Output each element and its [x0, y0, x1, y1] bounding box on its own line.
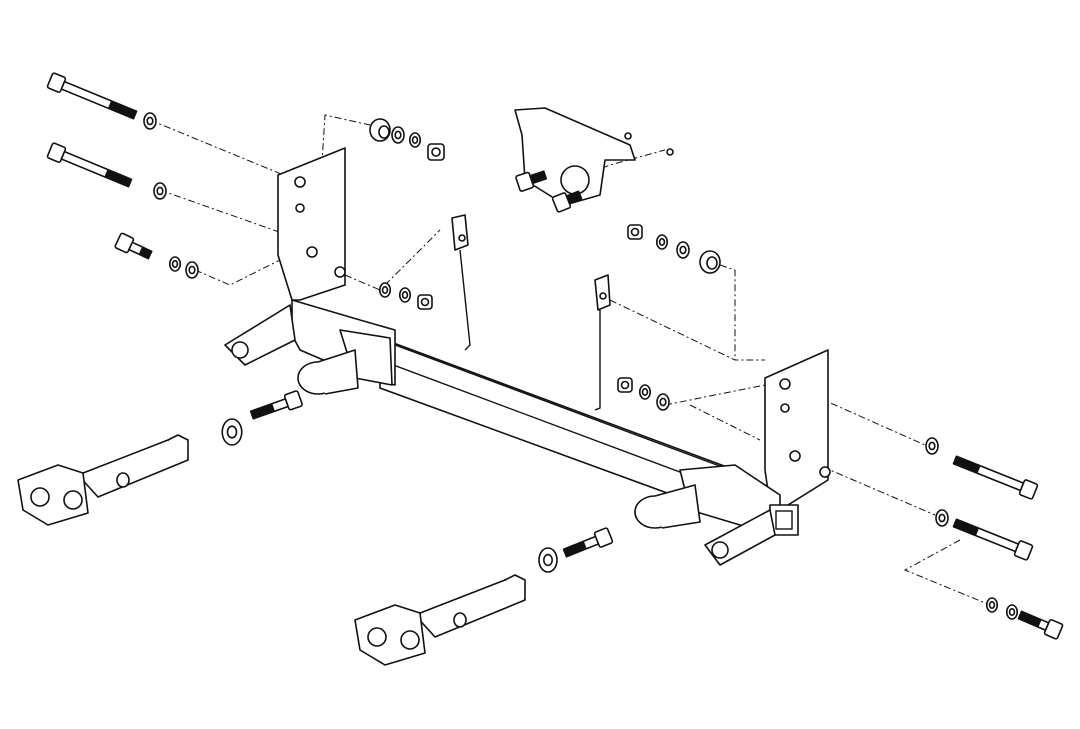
washer [638, 384, 652, 400]
washer [168, 256, 182, 272]
hex-bolt [551, 190, 583, 213]
hex-bolt [249, 390, 303, 420]
assembly-line [719, 264, 736, 360]
spacer [699, 250, 721, 274]
washer [985, 597, 999, 613]
assembly-line [789, 384, 926, 446]
left-mounting-bracket [224, 147, 396, 395]
washer [925, 437, 939, 455]
safety-cable-right [594, 274, 611, 411]
washer [153, 182, 167, 200]
hex-bolt [46, 142, 133, 188]
hex-bolt [1017, 610, 1064, 640]
clip-ring [221, 418, 243, 446]
washer [676, 241, 690, 259]
right-mounting-bracket [634, 349, 831, 566]
hex-bolt [562, 527, 614, 558]
hex-bolt [114, 232, 153, 260]
clip-ring [538, 547, 558, 573]
hex-bolt [515, 170, 548, 192]
washer [408, 132, 422, 148]
washer [398, 287, 412, 303]
assembly-line [609, 299, 765, 361]
washer [656, 393, 670, 411]
washer [185, 261, 199, 279]
spacer [369, 118, 391, 142]
assembly-line [664, 379, 791, 406]
assembly-line [344, 229, 441, 291]
hex-nut [427, 143, 445, 161]
washer [391, 126, 405, 144]
hex-bolt [952, 518, 1034, 561]
hex-bolt [46, 72, 138, 120]
washer [143, 112, 157, 130]
washer [1005, 604, 1019, 620]
tow-bar-pin-center [354, 574, 526, 666]
safety-cable-left [451, 214, 471, 351]
washer [655, 234, 669, 250]
washer [935, 509, 949, 527]
washer [378, 282, 392, 298]
assembly-lines [149, 114, 991, 606]
top-bracket-plate [514, 107, 674, 206]
assembly-line [689, 404, 761, 441]
hex-nut [617, 377, 633, 393]
hex-nut [627, 224, 643, 240]
assembly-line [903, 539, 991, 606]
tow-bar-pin-left [17, 434, 189, 526]
hex-nut [417, 294, 433, 310]
assembly-line [194, 249, 301, 286]
hex-bolt [952, 455, 1039, 500]
